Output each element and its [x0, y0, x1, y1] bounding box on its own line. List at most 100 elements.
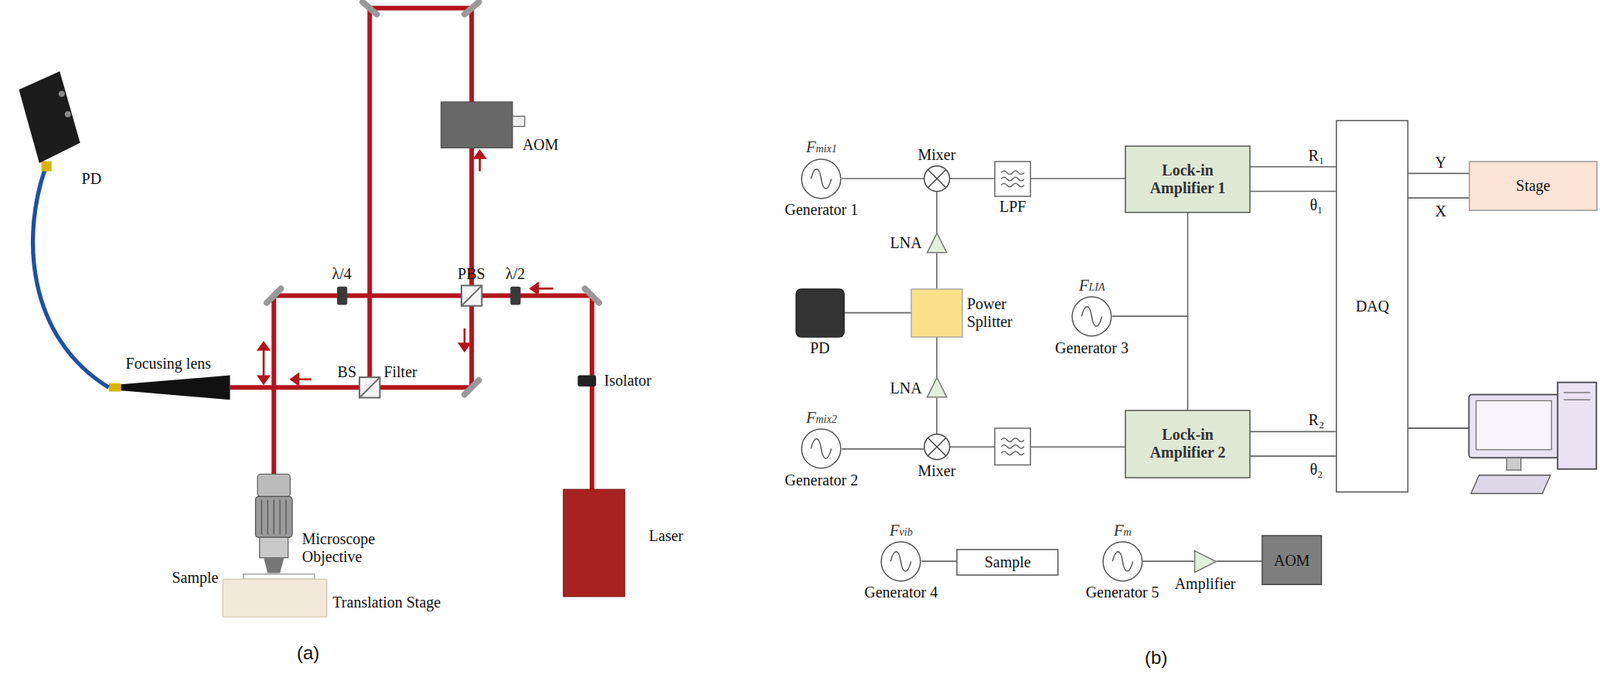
gen-shape — [1071, 296, 1113, 338]
process-box: Lock-in Amplifier 2 — [1125, 410, 1250, 478]
part-label: Microscope Objective — [302, 530, 399, 566]
gen-shape — [1102, 541, 1144, 583]
part-label: Generator 5 — [1085, 583, 1160, 602]
connector — [936, 191, 938, 233]
process-box: Power Splitter — [911, 289, 963, 338]
part-label: Fmix2 — [806, 408, 838, 427]
part-label: PBS — [457, 264, 486, 283]
signal-name: R₁ — [1307, 146, 1326, 164]
gen-symbol: Fmix2Generator 2 — [800, 428, 842, 470]
tri-up-symbol: LNA — [926, 377, 947, 398]
box-label: Lock-in Amplifier 1 — [1130, 161, 1245, 198]
part-label: LNA — [890, 378, 923, 397]
connector — [1249, 455, 1337, 457]
process-box: Lock-in Amplifier 1 — [1125, 146, 1250, 213]
box-label: AOM — [1267, 551, 1317, 569]
connector — [841, 448, 924, 450]
process-box: AOM — [1262, 535, 1322, 585]
process-box: DAQ — [1336, 120, 1408, 493]
box-label: Stage — [1474, 177, 1592, 195]
part-label: Mixer — [917, 146, 956, 164]
connector — [1249, 431, 1337, 433]
part-label: Generator 2 — [784, 471, 858, 490]
part-label: FLIA — [1079, 275, 1106, 295]
part-label: Fmix1 — [806, 137, 838, 157]
mix-shape — [923, 433, 950, 460]
connector — [1030, 177, 1126, 180]
part-label: Generator 4 — [864, 583, 938, 602]
part-label: Fm — [1113, 520, 1132, 540]
signal-name: θ₁ — [1308, 196, 1325, 214]
box-label: DAQ — [1341, 297, 1403, 316]
panel-label: (b) — [1144, 647, 1168, 670]
mix-shape — [923, 165, 950, 192]
gen-shape — [800, 428, 842, 470]
part-label: AOM — [522, 136, 559, 154]
connector — [936, 252, 938, 289]
part-label: Fvib — [889, 520, 913, 540]
lpf-symbol — [994, 428, 1031, 466]
panel-label: (a) — [296, 642, 320, 664]
pd-symbol: PD — [796, 289, 845, 338]
part-label: LNA — [890, 234, 923, 252]
connector — [1143, 560, 1195, 562]
connector — [949, 177, 995, 180]
part-label: BS — [337, 362, 357, 381]
connector — [1249, 166, 1337, 168]
tri-right-symbol: Amplifier — [1194, 550, 1217, 573]
gen-symbol: FmGenerator 5 — [1102, 541, 1144, 583]
connector — [936, 337, 938, 378]
lpf-symbol: LPF — [994, 161, 1031, 197]
tri-up-shape — [926, 377, 947, 398]
part-label: λ/2 — [505, 264, 525, 283]
connector — [1408, 173, 1470, 175]
gen-symbol: FLIAGenerator 3 — [1071, 296, 1113, 338]
process-box: Sample — [956, 549, 1059, 576]
part-label: Sample — [172, 568, 219, 587]
part-label: Generator 3 — [1055, 339, 1129, 358]
gen-shape — [800, 158, 842, 200]
connector — [936, 398, 938, 434]
part-label: PD — [810, 339, 831, 358]
part-label: Generator 1 — [784, 200, 858, 219]
part-label: Laser — [649, 527, 684, 545]
part-label: Filter — [383, 362, 417, 381]
part-label: Mixer — [917, 462, 956, 480]
part-label: Amplifier — [1174, 575, 1236, 593]
signal-name: X — [1433, 202, 1448, 220]
connector — [1408, 197, 1470, 199]
tri-up-shape — [926, 232, 947, 253]
gen-symbol: Fmix1Generator 1 — [800, 158, 842, 200]
box-label: Sample — [962, 553, 1053, 572]
mix-symbol: Mixer — [923, 433, 950, 460]
lpf-shape — [994, 428, 1031, 466]
gen-shape — [880, 541, 922, 583]
part-label: λ/4 — [332, 264, 352, 283]
part-label: PD — [81, 170, 103, 188]
box-label: Lock-in Amplifier 2 — [1130, 425, 1245, 462]
signal-name: R₂ — [1307, 411, 1326, 429]
gen-symbol: FvibGenerator 4 — [880, 541, 922, 583]
part-label: Isolator — [604, 371, 652, 390]
tri-up-symbol: LNA — [926, 232, 947, 253]
signal-name: Y — [1433, 153, 1448, 171]
part-label: LPF — [999, 197, 1026, 216]
connector — [1249, 190, 1337, 193]
part-label: Focusing lens — [125, 354, 212, 372]
signal-name: θ₂ — [1308, 460, 1325, 478]
tri-right-shape — [1194, 550, 1217, 573]
connector — [844, 312, 912, 314]
connector — [949, 445, 1126, 448]
part-label: Translation Stage — [332, 592, 441, 611]
lpf-shape — [994, 161, 1031, 197]
connector — [841, 177, 924, 180]
connector — [921, 560, 957, 562]
box-shape — [911, 289, 963, 338]
pd-shape — [796, 289, 845, 338]
connector — [1216, 560, 1263, 562]
process-box: Stage — [1469, 161, 1597, 211]
connector — [1112, 212, 1189, 317]
part-label: Power Splitter — [966, 295, 1031, 331]
connector — [1112, 316, 1189, 411]
